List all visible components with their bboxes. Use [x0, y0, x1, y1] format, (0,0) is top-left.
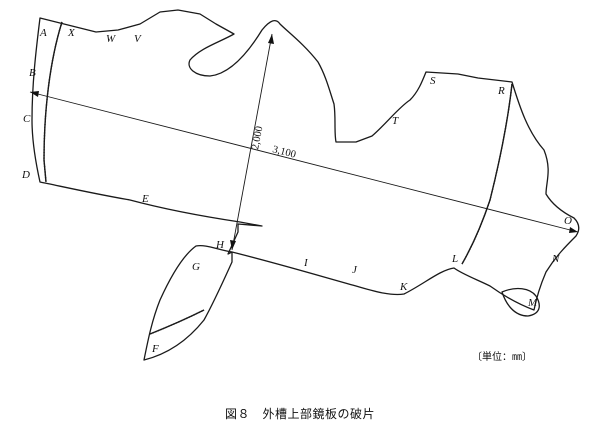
point-label-d: D — [21, 169, 30, 181]
point-label-w: W — [106, 33, 116, 45]
figure-caption: 図８ 外槽上部鏡板の破片 — [224, 407, 375, 421]
seam-right-line — [461, 83, 513, 265]
point-label-h: H — [215, 239, 225, 251]
dimension-height-label: 2,000 — [250, 125, 265, 150]
arrowhead-length-left — [30, 91, 39, 97]
point-label-r: R — [497, 85, 505, 97]
fragment-main-outline — [31, 9, 580, 311]
arrowhead-length-right — [569, 227, 578, 233]
dimension-length-label: 3,100 — [271, 144, 297, 160]
point-label-j: J — [352, 264, 358, 276]
dimension-line-height — [231, 33, 273, 251]
point-label-c: C — [23, 113, 31, 125]
point-label-k: K — [399, 281, 408, 293]
point-label-n: N — [551, 253, 560, 265]
dimension-lines — [29, 33, 579, 251]
point-label-a: A — [39, 27, 47, 39]
point-label-i: I — [303, 257, 309, 269]
point-label-m: M — [527, 297, 538, 309]
seam-right — [461, 83, 513, 265]
dimension-line-length — [29, 91, 579, 233]
fragment-tab-m-outline — [501, 287, 540, 317]
point-label-o: O — [564, 215, 572, 227]
point-label-x: X — [67, 27, 76, 39]
seam-left-line — [43, 21, 63, 183]
point-label-b: B — [29, 67, 36, 79]
unit-note: 〔単位：㎜〕 — [472, 352, 532, 363]
point-labels: A B C D E F G H I J K L M N O R S T V W … — [21, 27, 572, 355]
point-label-t: T — [392, 115, 399, 127]
seam-flap-line — [149, 309, 205, 335]
point-label-f: F — [151, 343, 159, 355]
point-label-l: L — [451, 253, 458, 265]
arrowhead-height-top — [268, 34, 274, 44]
fragment-outline — [31, 9, 580, 361]
fragment-flap-outline — [143, 244, 233, 361]
point-label-s: S — [430, 75, 436, 87]
point-label-e: E — [141, 193, 149, 205]
arrowhead-height-bottom — [230, 240, 236, 250]
point-label-v: V — [134, 33, 142, 45]
point-label-g: G — [192, 261, 200, 273]
